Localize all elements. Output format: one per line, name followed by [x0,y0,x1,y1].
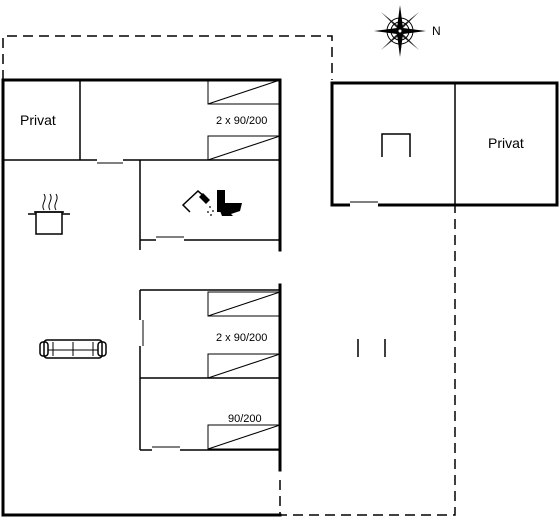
room-label-privat-annex: Privat [488,135,524,151]
bed-bottom [207,424,281,450]
cooking-pot-icon [28,193,70,235]
toilet-icon [217,190,242,216]
sofa-icon [39,339,107,359]
bed-middle-2 [207,353,281,379]
shower-icon [181,189,214,216]
terrace-posts [357,339,386,357]
bed-top-1 [207,79,281,105]
compass-north-label: N [432,24,441,38]
room-label-bedroom-top: 2 x 90/200 [216,115,267,127]
fireplace-icon [381,133,411,157]
bed-middle-1 [207,291,281,317]
interior-walls [3,80,280,451]
door-marks [97,162,184,448]
bed-top-2 [207,135,281,161]
compass-rose-icon [374,5,426,57]
terrace-outline [2,35,456,516]
room-label-bedroom-bottom: 90/200 [228,413,262,425]
door-openings [97,157,184,453]
annex-walls [330,81,559,208]
room-label-privat-main: Privat [20,112,56,128]
room-label-bedroom-middle: 2 x 90/200 [216,332,267,344]
